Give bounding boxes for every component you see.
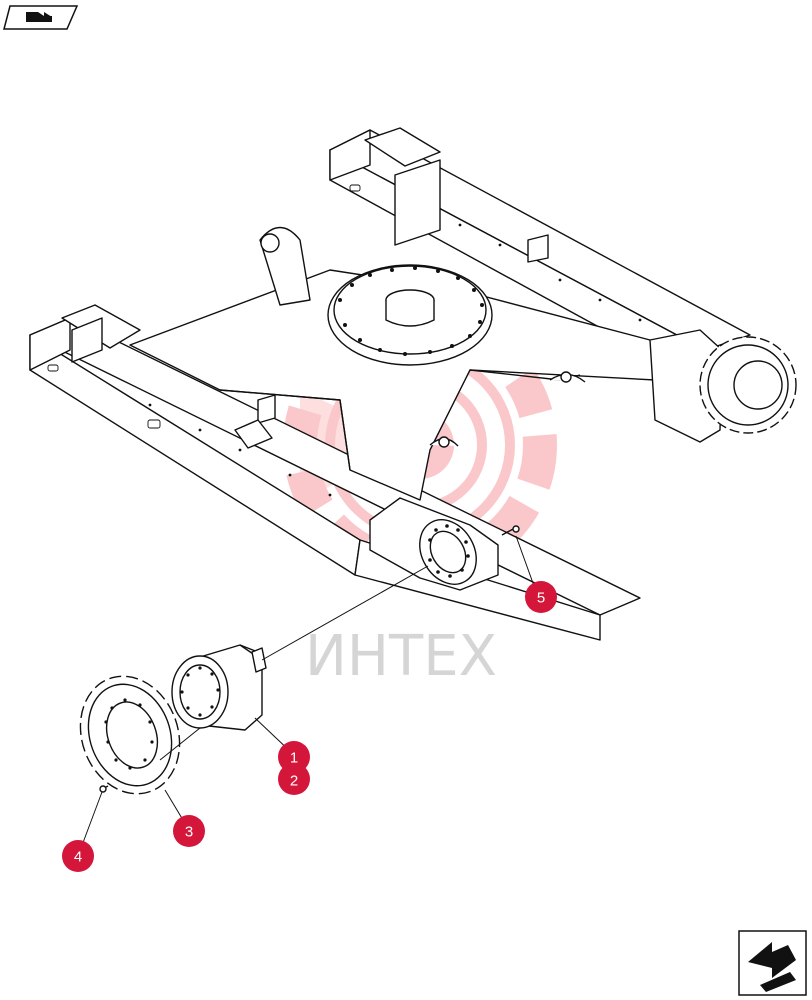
callout-5[interactable]: 5 bbox=[525, 581, 557, 613]
book-arrow-icon[interactable] bbox=[3, 5, 79, 30]
watermark-text: ИНТЕХ bbox=[305, 624, 497, 689]
callout-5-label: 5 bbox=[537, 590, 545, 607]
assembly-centre-line bbox=[159, 565, 429, 761]
part-4-bolt bbox=[99, 785, 109, 793]
callout-4[interactable]: 4 bbox=[62, 840, 94, 872]
callout-2-label: 2 bbox=[290, 773, 298, 790]
undercarriage-frame bbox=[29, 127, 797, 641]
right-sprocket bbox=[699, 336, 797, 434]
part-3-sprocket bbox=[79, 675, 181, 795]
callout-2[interactable]: 2 bbox=[278, 763, 310, 795]
callout-1[interactable]: 1 bbox=[278, 741, 310, 773]
part-5-bolt bbox=[501, 525, 520, 536]
callout-1-label: 1 bbox=[290, 750, 298, 767]
callout-3[interactable]: 3 bbox=[173, 815, 205, 847]
part-1-travel-motor bbox=[171, 644, 267, 731]
callout-3-label: 3 bbox=[185, 824, 193, 841]
next-page-arrow-icon[interactable] bbox=[738, 930, 807, 996]
callout-4-label: 4 bbox=[74, 849, 82, 866]
